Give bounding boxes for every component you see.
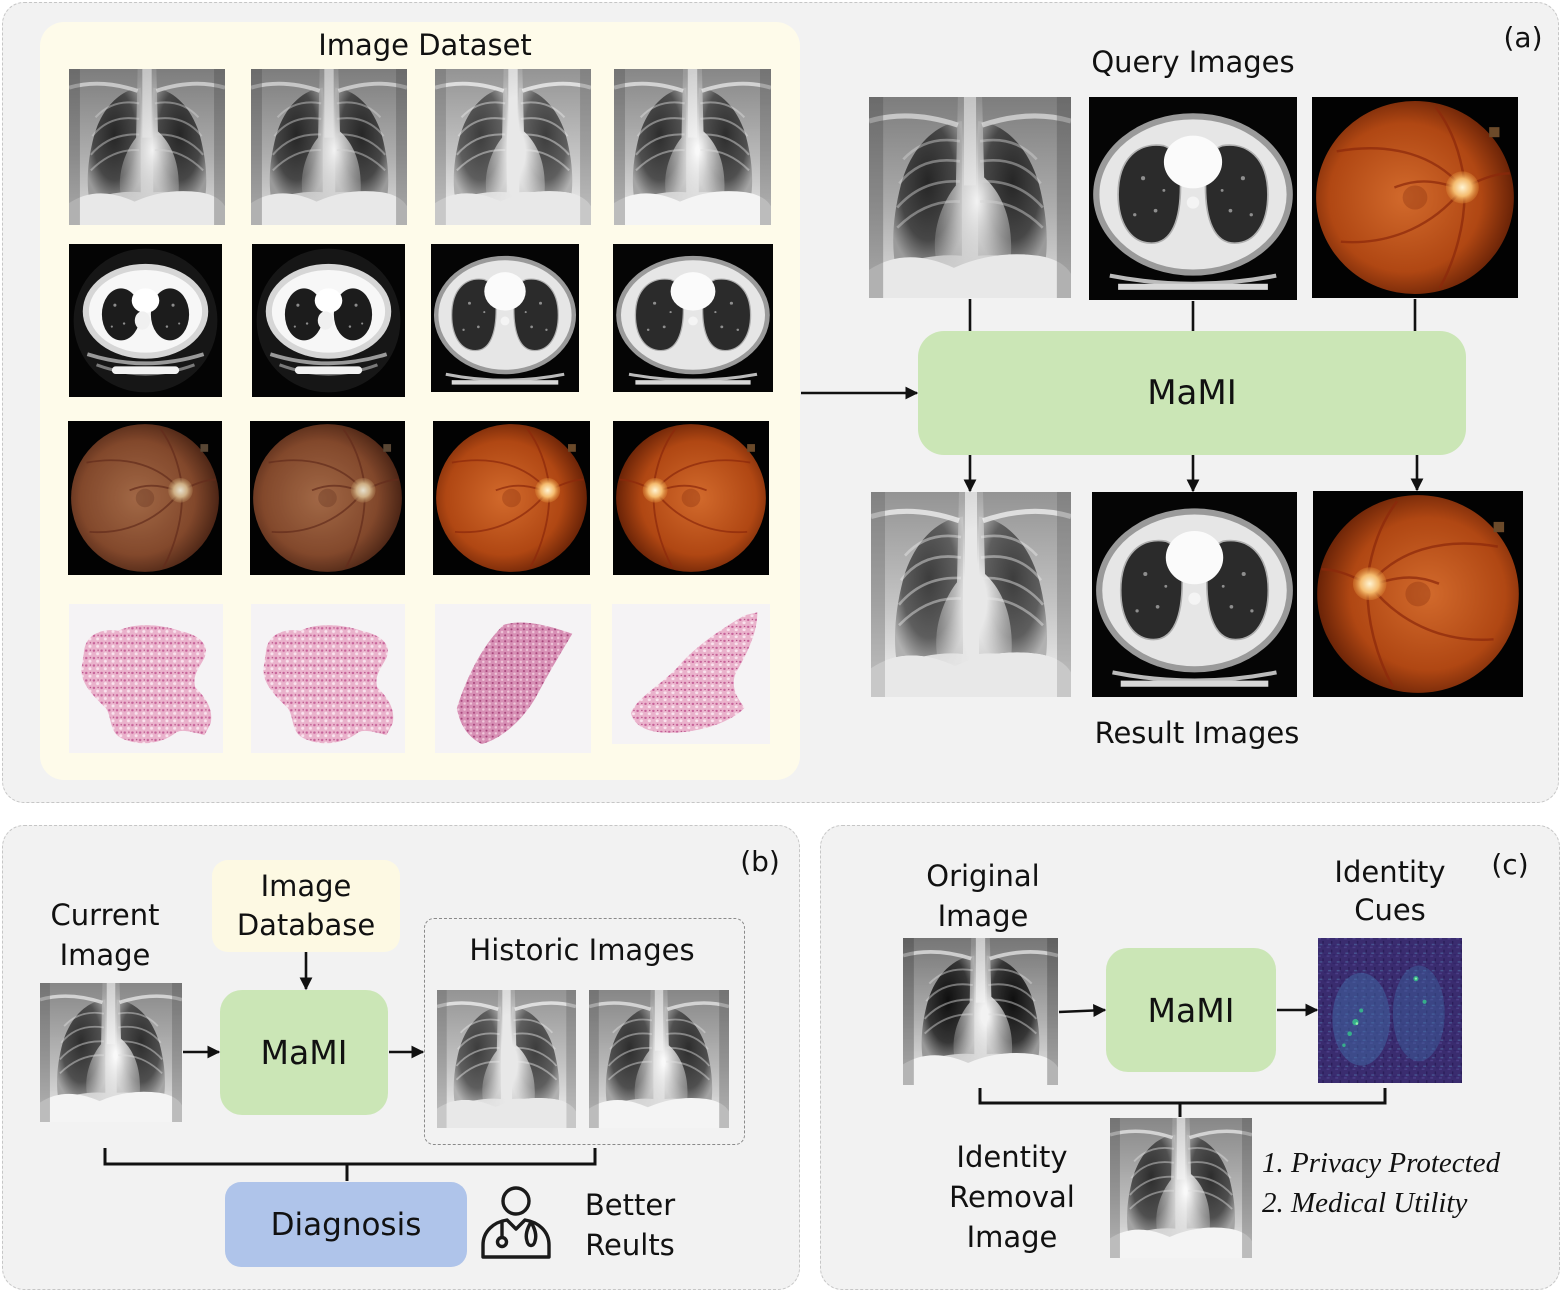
current-xray-image bbox=[40, 983, 182, 1122]
dataset-fundus-image-4 bbox=[613, 421, 769, 575]
dataset-fundus-image-1 bbox=[68, 421, 222, 575]
dataset-histology-image-3 bbox=[435, 604, 591, 753]
dataset-xray-image-4 bbox=[614, 69, 771, 225]
current-image-label: Current Image bbox=[50, 898, 160, 972]
dataset-ct-image-4 bbox=[613, 244, 773, 392]
original-xray-image bbox=[903, 938, 1058, 1085]
identity-removal-image-label: Identity Removal Image bbox=[949, 1140, 1075, 1254]
panel-c-label: (c) bbox=[1491, 848, 1529, 881]
identity-cues-label: Identity Cues bbox=[1334, 855, 1446, 927]
privacy-protected-note: 1. Privacy Protected bbox=[1262, 1147, 1501, 1179]
mami-model-box: MaMI bbox=[918, 331, 1466, 455]
dataset-ct-image-1 bbox=[69, 244, 222, 397]
mami-model-box-b: MaMI bbox=[220, 990, 388, 1115]
historic-xray-image-2 bbox=[589, 990, 729, 1128]
dataset-fundus-image-3 bbox=[433, 421, 590, 575]
dataset-fundus-image-2 bbox=[250, 421, 405, 575]
image-dataset-title: Image Dataset bbox=[318, 28, 532, 62]
result-fundus-image bbox=[1313, 491, 1523, 697]
dataset-histology-image-2 bbox=[251, 604, 405, 753]
doctor-icon bbox=[481, 1186, 551, 1259]
better-results-label: Better Reults bbox=[584, 1188, 676, 1262]
query-fundus-image bbox=[1312, 97, 1518, 298]
result-xray-image bbox=[871, 492, 1071, 697]
dataset-ct-image-2 bbox=[252, 244, 405, 397]
historic-xray-image-1 bbox=[437, 990, 576, 1128]
dataset-xray-image-3 bbox=[435, 69, 591, 225]
identity-removed-xray-image bbox=[1110, 1118, 1252, 1258]
panel-a-label: (a) bbox=[1503, 21, 1543, 54]
historic-images-title: Historic Images bbox=[469, 933, 695, 967]
dataset-ct-image-3 bbox=[431, 244, 579, 392]
mami-model-box-c: MaMI bbox=[1106, 948, 1276, 1072]
original-image-label: Original Image bbox=[926, 859, 1040, 933]
result-ct-image bbox=[1092, 492, 1297, 697]
result-images-title: Result Images bbox=[1094, 716, 1300, 750]
diagnosis-box: Diagnosis bbox=[225, 1182, 467, 1267]
dataset-xray-image-1 bbox=[69, 69, 225, 225]
query-images-title: Query Images bbox=[1091, 45, 1295, 79]
medical-utility-note: 2. Medical Utility bbox=[1262, 1187, 1468, 1219]
dataset-histology-image-4 bbox=[612, 604, 770, 744]
query-ct-image bbox=[1089, 97, 1297, 300]
panel-b-label: (b) bbox=[740, 845, 780, 878]
dataset-xray-image-2 bbox=[251, 69, 407, 225]
identity-cues-heatmap bbox=[1318, 938, 1462, 1083]
dataset-histology-image-1 bbox=[69, 604, 223, 753]
historic-images-group bbox=[424, 918, 745, 1145]
image-database-box: Image Database bbox=[212, 860, 400, 952]
query-xray-image bbox=[869, 97, 1071, 298]
